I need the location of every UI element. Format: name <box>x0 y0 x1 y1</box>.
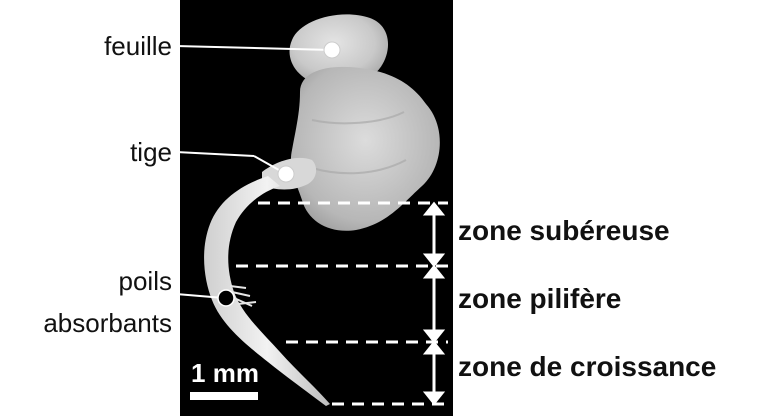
poils-pointer-dot <box>218 290 234 306</box>
scale-bar <box>190 392 258 400</box>
feuille-pointer-dot <box>324 42 340 58</box>
label-zone-pilifere: zone pilifère <box>458 283 621 314</box>
label-poils-line1: poils <box>119 266 172 296</box>
label-poils-line2: absorbants <box>43 308 172 338</box>
label-zone-subereuse: zone subéreuse <box>458 215 670 246</box>
tige-pointer-dot <box>278 166 294 182</box>
scale-bar-label: 1 mm <box>191 358 259 388</box>
label-tige: tige <box>130 137 172 167</box>
label-zone-croissance: zone de croissance <box>458 351 716 382</box>
label-feuille: feuille <box>104 31 172 61</box>
